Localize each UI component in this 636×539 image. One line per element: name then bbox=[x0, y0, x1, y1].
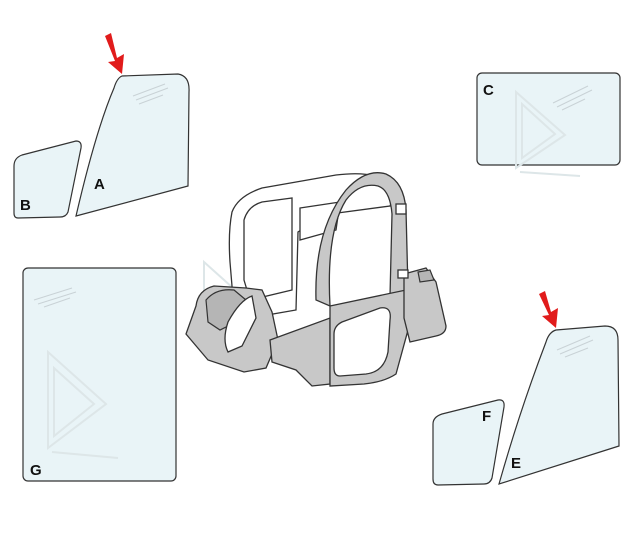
arrow-icon-a bbox=[105, 33, 124, 74]
label-c: C bbox=[483, 82, 494, 99]
glass-panel-g: G bbox=[22, 267, 177, 482]
glass-panel-a: A bbox=[75, 73, 190, 217]
watermark-icon-g bbox=[47, 349, 119, 459]
glass-panel-c: C bbox=[476, 72, 621, 177]
label-g: G bbox=[30, 462, 42, 479]
watermark-icon-c bbox=[515, 89, 581, 177]
label-f: F bbox=[482, 408, 491, 425]
label-a: A bbox=[94, 176, 105, 193]
cab-illustration bbox=[185, 172, 447, 387]
glass-panel-f: F bbox=[432, 399, 505, 486]
arrow-icon-e bbox=[539, 291, 558, 328]
glass-panel-e: E bbox=[498, 325, 620, 485]
glass-panel-b: B bbox=[13, 140, 82, 219]
label-e: E bbox=[511, 455, 521, 472]
label-b: B bbox=[20, 197, 31, 214]
